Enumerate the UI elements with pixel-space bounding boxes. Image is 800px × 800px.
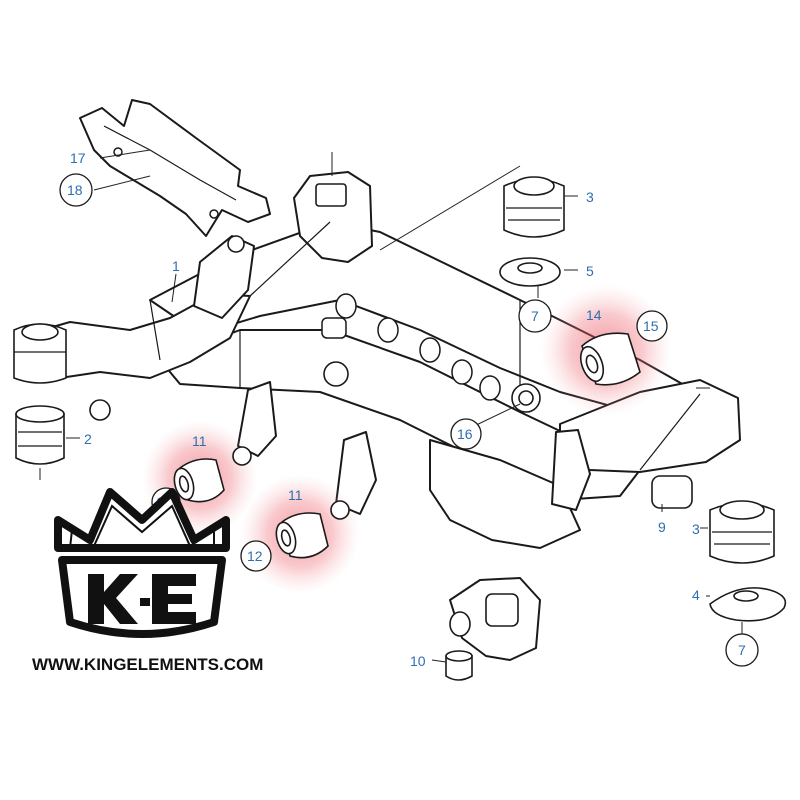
heat-shield xyxy=(79,99,271,237)
callout-10: 10 xyxy=(410,653,426,669)
callout-16: 16 xyxy=(457,426,473,442)
bushing-front-left xyxy=(13,323,67,384)
callout-9: 9 xyxy=(658,519,666,535)
callout-14: 14 xyxy=(586,307,602,323)
mount-part-3-right xyxy=(709,500,775,564)
callout-15: 15 xyxy=(643,318,659,334)
callout-circle-7b xyxy=(725,633,759,667)
callout-7-a: 7 xyxy=(531,308,539,324)
highlight-bushing-14-15 xyxy=(540,284,672,416)
callout-1: 1 xyxy=(172,258,180,274)
callout-3-right: 3 xyxy=(692,521,700,537)
callout-17: 17 xyxy=(70,150,86,166)
callout-18: 18 xyxy=(67,182,83,198)
callout-11-a: 11 xyxy=(192,433,207,449)
callout-11-b: 11 xyxy=(288,487,303,503)
callout-circle-16 xyxy=(450,418,482,450)
callout-circle-18 xyxy=(59,173,93,207)
washer-part-5 xyxy=(499,257,561,287)
callout-7-b: 7 xyxy=(738,642,746,658)
callout-3-top: 3 xyxy=(586,189,594,205)
leader-lines xyxy=(39,149,743,663)
website-url: WWW.KINGELEMENTS.COM xyxy=(32,655,263,674)
callout-12: 12 xyxy=(247,548,263,564)
highlight-bushing-11-12 xyxy=(240,474,360,594)
callout-circle-7a xyxy=(518,299,552,333)
callout-circle-15 xyxy=(636,310,668,342)
callout-4: 4 xyxy=(692,587,700,603)
bushing-part-2 xyxy=(15,405,65,465)
bushing-part-10 xyxy=(445,650,473,681)
callout-5: 5 xyxy=(586,263,594,279)
kingelements-logo: WWW.KINGELEMENTS.COM xyxy=(32,488,263,674)
callout-circle-12 xyxy=(240,540,272,572)
callout-2: 2 xyxy=(84,431,92,447)
mount-part-3-top xyxy=(503,176,565,238)
plate-part-4 xyxy=(709,587,787,622)
